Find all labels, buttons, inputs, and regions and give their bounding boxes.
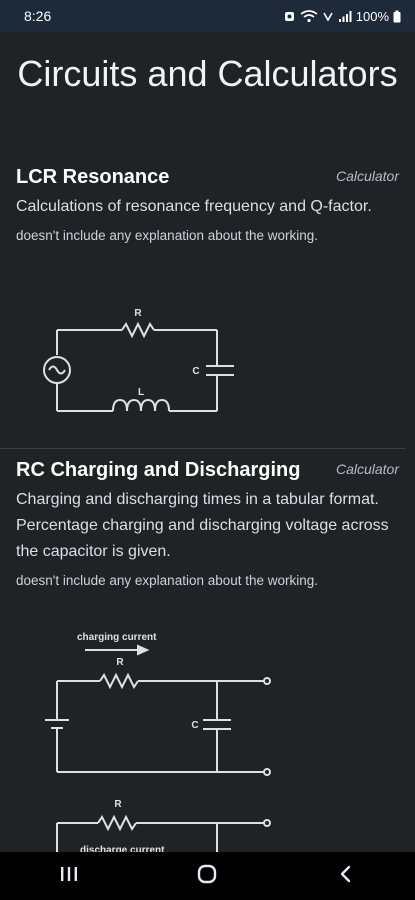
page-title: Circuits and Calculators: [17, 53, 398, 94]
resistor-label: R: [116, 657, 124, 668]
status-time: 8:26: [24, 8, 52, 24]
card-description: Calculations of resonance frequency and …: [16, 198, 372, 215]
card-lcr-resonance[interactable]: LCR Resonance Calculator Calculations of…: [0, 166, 415, 243]
battery-level: 100%: [355, 8, 389, 24]
lcr-circuit-diagram: R L C: [30, 300, 260, 420]
card-header: LCR Resonance Calculator: [16, 166, 399, 189]
wifi-call-icon: [300, 9, 318, 23]
card-title: RC Charging and Discharging: [16, 459, 301, 481]
capacitor-label: C: [191, 720, 198, 731]
card-note: doesn't include any explanation about th…: [16, 228, 319, 243]
signal-icon: [338, 10, 352, 23]
home-icon: [197, 864, 217, 889]
card-rc-charging[interactable]: RC Charging and Discharging Calculator C…: [0, 459, 415, 588]
card-divider: [0, 448, 405, 449]
card-tag: Calculator: [335, 461, 399, 477]
volte-icon: [322, 10, 334, 23]
status-bar: 8:26 100%: [0, 0, 415, 32]
status-icons: 100%: [283, 9, 401, 24]
back-button[interactable]: [316, 856, 376, 896]
back-icon: [339, 865, 353, 888]
recents-icon: [60, 866, 78, 887]
capacitor-label: C: [192, 366, 199, 377]
card-note: doesn't include any explanation about th…: [16, 573, 319, 588]
resistor-label: R: [134, 308, 142, 319]
card-header: RC Charging and Discharging Calculator: [16, 459, 399, 482]
charging-current-label: charging current: [77, 632, 157, 643]
rc-circuit-diagram: charging current R C R discharge current: [40, 625, 290, 855]
alarm-icon: [283, 10, 296, 23]
card-tag: Calculator: [335, 168, 399, 184]
navigation-bar: [0, 852, 415, 900]
card-title: LCR Resonance: [16, 166, 170, 188]
home-button[interactable]: [177, 856, 237, 896]
battery-icon: [393, 10, 401, 23]
card-description: Charging and discharging times in a tabu…: [16, 491, 389, 560]
discharge-current-label: discharge current: [80, 845, 165, 855]
resistor-label-2: R: [114, 799, 122, 810]
inductor-label: L: [138, 387, 144, 398]
recents-button[interactable]: [39, 856, 99, 896]
